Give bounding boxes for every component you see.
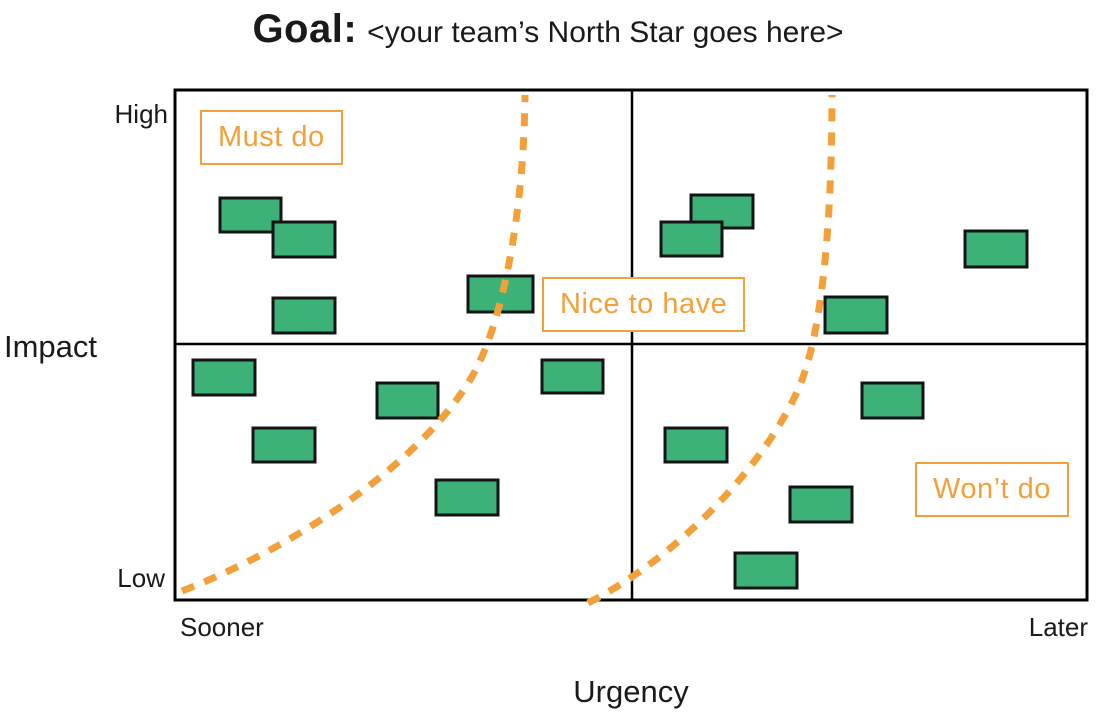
page-title: Goal: <your team’s North Star goes here> — [0, 7, 1096, 52]
x-axis-title: Urgency — [573, 674, 689, 709]
quadrant-label-wont-do: Won’t do — [915, 462, 1069, 517]
goal-prefix-label: Goal: — [252, 7, 358, 51]
item-card — [271, 220, 337, 259]
x-axis-tick-sooner: Sooner — [180, 612, 264, 642]
item-card — [663, 426, 729, 464]
item-card — [733, 551, 799, 590]
item-card — [963, 229, 1029, 269]
item-card — [659, 220, 724, 258]
priority-curve-left — [180, 94, 529, 595]
item-card — [860, 381, 925, 420]
y-axis-tick-low: Low — [117, 563, 165, 593]
priority-curve-right — [586, 94, 836, 607]
y-axis-tick-high: High — [114, 99, 168, 129]
item-card — [218, 196, 283, 234]
item-card — [271, 296, 337, 335]
item-card — [434, 478, 500, 517]
item-card — [823, 295, 889, 335]
quadrant-label-must-do: Must do — [200, 110, 343, 165]
x-axis-tick-later: Later — [1028, 612, 1088, 642]
items-layer — [191, 193, 1029, 590]
item-card — [788, 485, 854, 524]
item-card — [251, 426, 317, 464]
quadrant-label-nice-to-have: Nice to have — [542, 277, 746, 332]
item-card — [375, 381, 440, 420]
goal-placeholder-text: <your team’s North Star goes here> — [367, 16, 844, 49]
item-card — [191, 358, 257, 397]
y-axis-title: Impact — [4, 329, 98, 364]
item-card — [540, 358, 605, 395]
